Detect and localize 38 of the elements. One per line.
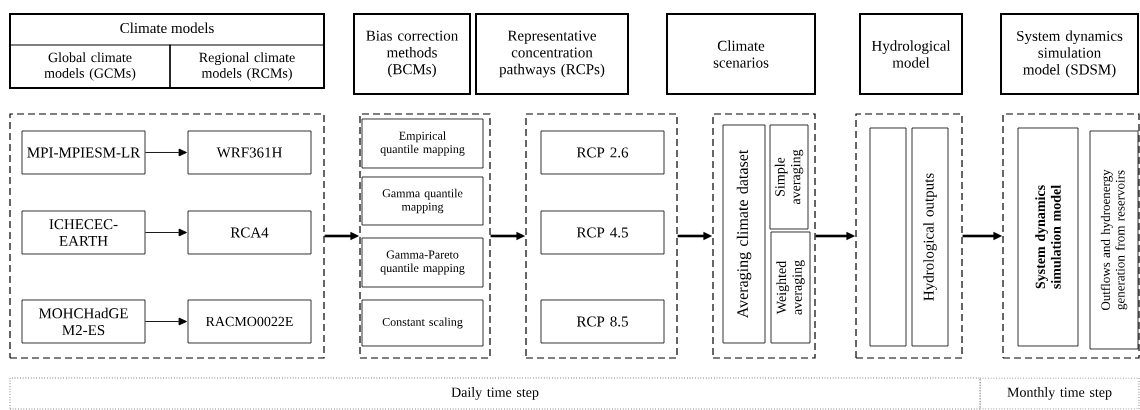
- header-cell: Global climate models (GCMs): [9, 44, 171, 89]
- scenario-box: RCP 4.5: [540, 210, 665, 255]
- scenario-box: RCP 8.5: [540, 299, 665, 344]
- header-cell: Regional climate models (RCMs): [169, 44, 325, 89]
- process-box: System dynamics simulation model: [1017, 127, 1079, 347]
- method-box: Gamma-Pareto quantile mapping: [361, 237, 484, 288]
- model-box: MPI-MPIESM-LR: [21, 130, 146, 175]
- arrow: [144, 317, 187, 326]
- process-box: Simple averaging: [769, 124, 809, 230]
- arrow: [144, 148, 187, 157]
- header-box: System dynamics simulation model (SDSM): [1000, 13, 1139, 95]
- method-box: Gamma quantile mapping: [361, 176, 484, 226]
- group-frame: [9, 113, 325, 359]
- header-box: Bias correction methods (BCMs): [353, 13, 471, 95]
- arrow: [144, 228, 187, 237]
- process-box: Hydrological outputs: [911, 127, 949, 347]
- scenario-box: RCP 2.6: [540, 130, 665, 175]
- time-band: Monthly time step: [979, 377, 1140, 410]
- model-box: RCA4: [187, 210, 312, 255]
- model-box: ICHECEC-EARTH: [21, 210, 146, 255]
- model-box: WRF361H: [187, 130, 312, 175]
- group-frame: [525, 113, 678, 359]
- time-band: Daily time step: [9, 377, 981, 410]
- process-box: Outflows and hydroenergy generation from reservoirs: [1089, 130, 1139, 350]
- header-box: Hydrological model: [859, 13, 963, 95]
- method-box: Empirical quantile mapping: [361, 118, 484, 169]
- process-box: Weighted averaging: [770, 231, 811, 344]
- header-box: Representative concentration pathways (RCPs): [475, 13, 629, 95]
- model-box: MOHCHadGE M2-ES: [21, 299, 146, 344]
- group-frame: [855, 113, 963, 359]
- method-box: Constant scaling: [361, 299, 484, 347]
- process-box: Averaging climate dataset: [722, 124, 766, 344]
- group-frame: [712, 113, 816, 359]
- header-box: Climate scenarios: [666, 13, 816, 95]
- model-box: RACMO0022E: [187, 299, 312, 344]
- group-frame: [359, 113, 491, 359]
- process-box: [869, 127, 907, 347]
- group-frame: [1002, 113, 1140, 359]
